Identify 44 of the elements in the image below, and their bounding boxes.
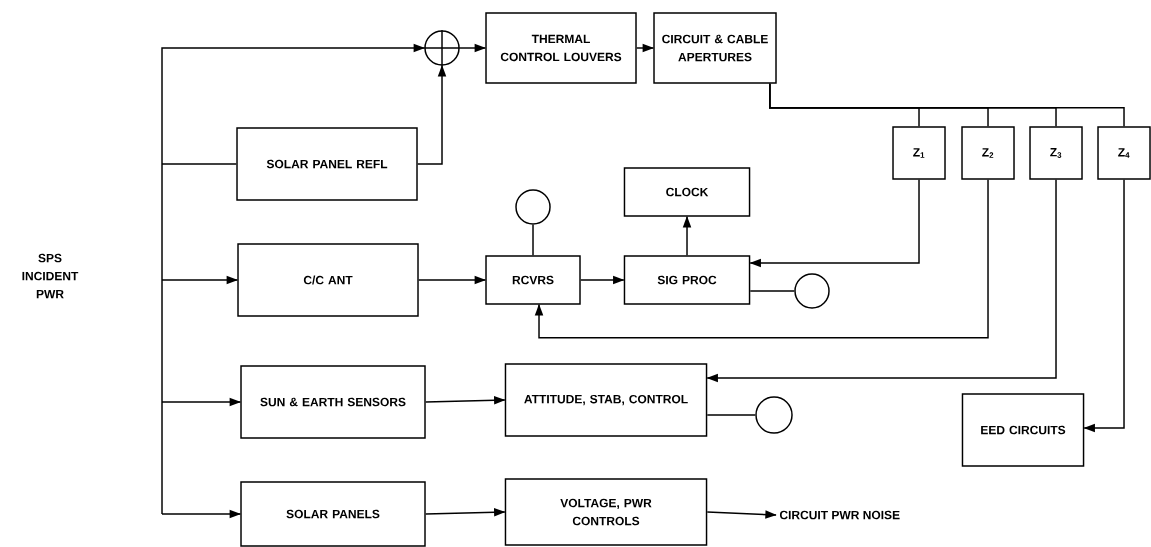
arrow (706, 179, 1057, 383)
arrow (636, 43, 654, 53)
connector-line (532, 224, 534, 256)
process-box: SUN & EARTH SENSORS (240, 365, 426, 439)
process-box: Z$_{1}$ (892, 126, 946, 180)
connector-line (161, 163, 237, 165)
arrow (682, 216, 692, 256)
connector-line (706, 414, 756, 416)
arrow (580, 275, 625, 285)
arrow (749, 179, 920, 268)
circle-symbol (755, 396, 793, 434)
process-box: C/C ANT (237, 243, 419, 317)
process-box: EED CIRCUITS (961, 393, 1085, 467)
arrow (1083, 179, 1125, 433)
arrow (417, 65, 447, 165)
connector-line (749, 290, 795, 292)
arrow (459, 43, 486, 53)
arrow (425, 396, 506, 405)
arrow (161, 397, 241, 407)
circle-symbol (515, 189, 551, 225)
source-label: SPS INCIDENT PWR (22, 253, 79, 299)
arrow (418, 275, 486, 285)
process-box: Z$_{3}$ (1029, 126, 1083, 180)
process-box: ATTITUDE, STAB, CONTROL (504, 363, 708, 437)
process-box: Z$_{4}$ (1097, 126, 1151, 180)
process-box: SIG PROC (623, 255, 751, 305)
summing-junction (423, 29, 461, 67)
arrow (706, 510, 777, 519)
arrow (161, 275, 238, 285)
arrow (161, 43, 425, 515)
circle-symbol (794, 273, 830, 309)
process-box: SOLAR PANEL REFL (236, 127, 418, 201)
process-box: Z$_{2}$ (961, 126, 1015, 180)
process-box: SOLAR PANELS (240, 481, 426, 547)
arrow (425, 508, 506, 517)
output-label: CIRCUIT PWR NOISE (779, 510, 900, 520)
process-box: RCVRS (485, 255, 581, 305)
process-box: CLOCK (623, 167, 751, 217)
connector-line (769, 83, 1125, 127)
process-box: VOLTAGE, PWR CONTROLS (504, 478, 708, 546)
process-box: CIRCUIT & CABLE APERTURES (653, 12, 777, 84)
process-box: THERMAL CONTROL LOUVERS (485, 12, 637, 84)
arrow (161, 509, 241, 519)
arrow (534, 179, 989, 339)
